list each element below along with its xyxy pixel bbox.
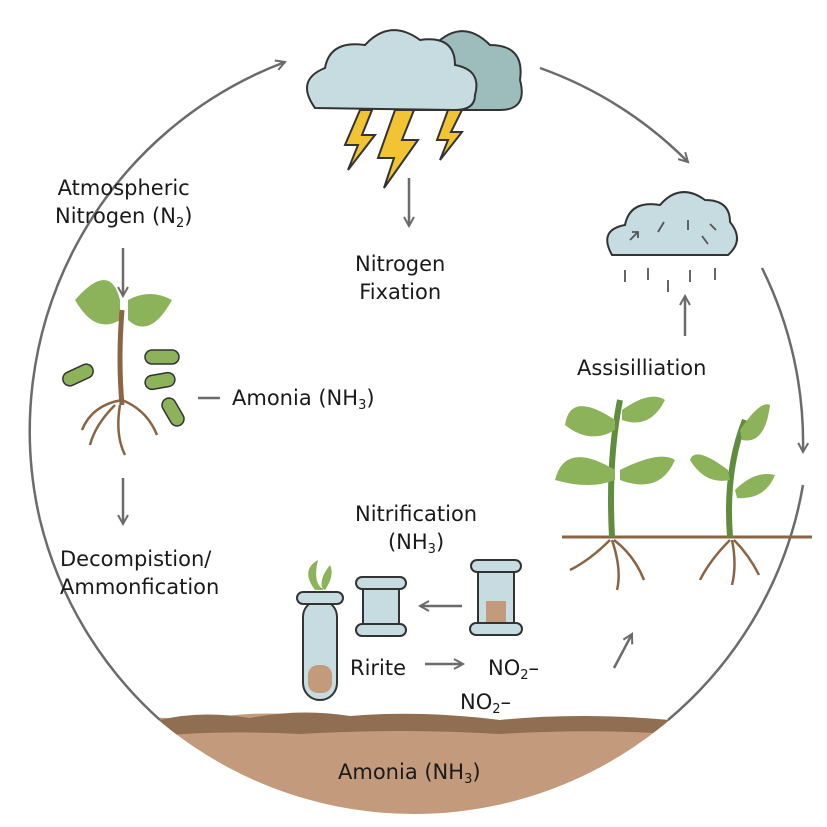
assimilation-label: Assisilliation xyxy=(577,356,707,380)
ririte-label: Ririte xyxy=(350,656,407,680)
no2-label-b: NO2– xyxy=(460,688,511,724)
decomposition-line2: Ammonfication xyxy=(60,575,220,599)
soil-ammonia-label: Amonia (NH3) xyxy=(338,758,481,794)
cycle-arrows xyxy=(28,62,803,721)
text: Amonia (NH xyxy=(338,760,465,784)
subscript: 3 xyxy=(427,542,436,557)
text: NO xyxy=(460,690,493,714)
superscript: – xyxy=(528,656,540,680)
subscript: 3 xyxy=(464,772,473,787)
decomposition-label: Decompistion/ Ammonfication xyxy=(60,545,219,601)
text: (NH xyxy=(387,530,428,554)
text: NO xyxy=(488,656,521,680)
subscript: 3 xyxy=(358,398,367,413)
ammonia-root-label: Amonia (NH3) xyxy=(232,384,375,420)
subscript: 2 xyxy=(492,702,501,717)
subscript: 2 xyxy=(520,668,529,683)
storm-cloud-icon xyxy=(306,29,523,189)
fixation-line2: Fixation xyxy=(359,280,442,304)
text: ) xyxy=(472,760,481,784)
superscript: – xyxy=(500,690,512,714)
nitrification-line1: Nitrification xyxy=(355,502,478,526)
text: ) xyxy=(435,530,445,554)
nitrogen-fixation-label: Nitrogen Fixation xyxy=(355,250,445,306)
assimilating-plants-icon xyxy=(555,396,812,591)
nitrification-line2: (NH3) xyxy=(355,528,477,564)
plant-with-bacteria-icon xyxy=(62,280,185,456)
subscript: 2 xyxy=(175,216,185,231)
no2-label-a: NO2– xyxy=(488,654,539,690)
atmospheric-line2: Nitrogen (N2) xyxy=(55,202,192,238)
nitrification-label: Nitrification (NH3) xyxy=(355,500,477,564)
atmospheric-line1: Atmospheric xyxy=(57,176,190,200)
evaporation-cloud-icon xyxy=(606,191,738,292)
text: Nitrogen (N xyxy=(55,204,176,228)
fixation-line1: Nitrogen xyxy=(355,252,446,276)
text: Amonia (NH xyxy=(232,386,359,410)
atmospheric-nitrogen-label: Atmospheric Nitrogen (N2) xyxy=(55,174,192,238)
text: ) xyxy=(184,204,193,228)
test-tubes-icon xyxy=(296,559,523,701)
text: ) xyxy=(366,386,375,410)
decomposition-line1: Decompistion/ xyxy=(60,547,212,571)
